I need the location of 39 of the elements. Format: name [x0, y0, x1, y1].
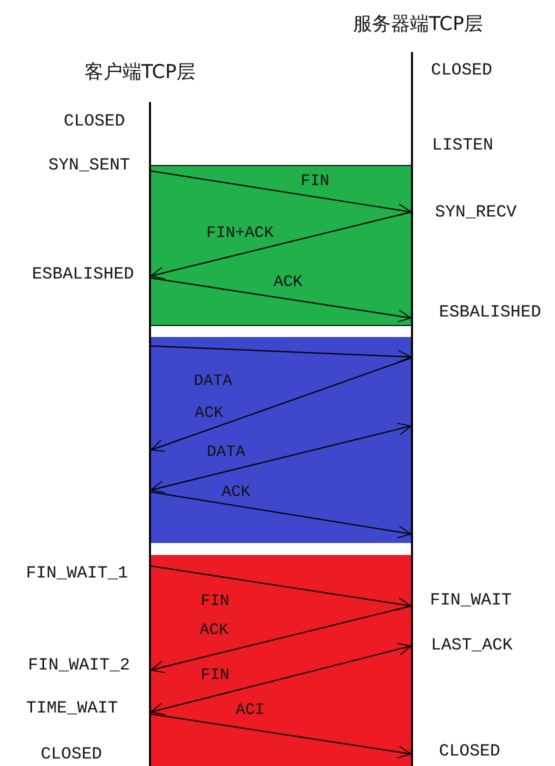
state-label: ESBALISHED — [439, 304, 542, 322]
edge-label: FIN — [300, 172, 330, 190]
arrow — [150, 565, 412, 610]
arrow — [150, 605, 412, 674]
state-label: FIN_WAIT_2 — [28, 656, 130, 676]
edge-label: FIN — [200, 666, 230, 684]
edge-label: ACK — [194, 404, 224, 422]
state-label: CLOSED — [439, 742, 500, 762]
state-label: LISTEN — [432, 136, 494, 156]
column-heading: 客户端TCP层 — [84, 60, 196, 85]
arrow — [150, 642, 412, 716]
timeline-bar — [411, 52, 413, 766]
state-label: SYN_SENT — [48, 156, 130, 176]
state-label: ESBALISHED — [32, 266, 134, 284]
arrow — [150, 277, 412, 322]
edge-label: DATA — [194, 372, 232, 390]
arrow — [150, 491, 412, 538]
state-label: CLOSED — [40, 746, 102, 764]
arrow — [150, 713, 412, 758]
state-label: FIN_WAIT — [430, 592, 512, 610]
edge-label: ACK — [200, 621, 228, 639]
edge-label: ACK — [222, 483, 250, 501]
arrow — [150, 345, 412, 363]
edge-label: ACI — [236, 701, 264, 719]
state-label: TIME_WAIT — [26, 700, 118, 718]
edge-label: DATA — [206, 443, 246, 461]
edge-label: FIN — [200, 592, 230, 610]
state-label: CLOSED — [64, 112, 125, 132]
arrow — [150, 422, 412, 494]
edge-label: FIN+ACK — [206, 224, 274, 242]
column-heading: 服务器端TCP层 — [352, 12, 484, 37]
timeline-bar — [149, 102, 151, 766]
arrow — [150, 211, 412, 280]
state-label: CLOSED — [431, 62, 492, 80]
state-label: FIN_WAIT_1 — [26, 564, 128, 584]
state-label: SYN_RECV — [435, 204, 517, 222]
arrow — [150, 357, 412, 452]
state-label: LAST_ACK — [431, 636, 513, 656]
edge-label: ACK — [274, 273, 302, 291]
